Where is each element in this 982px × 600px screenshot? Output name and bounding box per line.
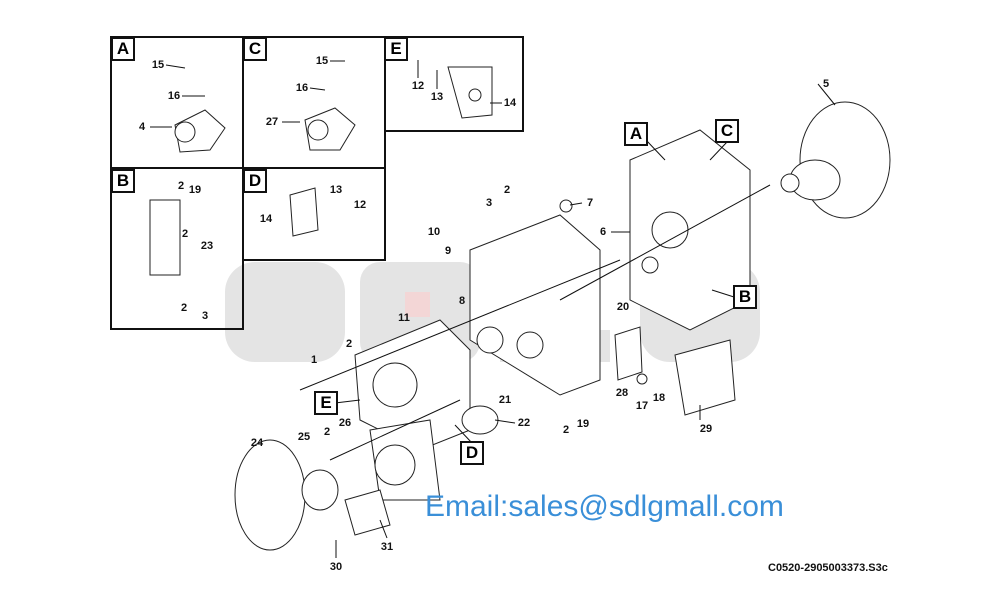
callout: 29 — [699, 423, 713, 435]
callout: 2 — [177, 180, 185, 192]
callout: 26 — [338, 417, 352, 429]
callout: 4 — [138, 121, 146, 133]
callout: 19 — [576, 418, 590, 430]
callout: 8 — [458, 295, 466, 307]
callout: 22 — [517, 417, 531, 429]
callout: 3 — [485, 197, 493, 209]
callout: 6 — [599, 226, 607, 238]
part-29-valve — [674, 339, 736, 416]
callout: 23 — [200, 240, 214, 252]
callout: 28 — [615, 387, 629, 399]
callout: 3 — [201, 310, 209, 322]
view-tag-c: C — [715, 119, 739, 143]
part-7-eyebolt — [559, 199, 573, 213]
callout: 14 — [503, 97, 517, 109]
callout: 2 — [180, 302, 188, 314]
callout: 2 — [323, 426, 331, 438]
callout: 21 — [498, 394, 512, 406]
view-tag-e: E — [314, 391, 338, 415]
inset-tag-a: A — [111, 37, 135, 61]
callout: 31 — [380, 541, 394, 553]
callout: 14 — [259, 213, 273, 225]
callout: 13 — [430, 91, 444, 103]
callout: 10 — [427, 226, 441, 238]
callout: 11 — [398, 312, 410, 324]
callout: 25 — [297, 431, 311, 443]
callout: 27 — [265, 116, 279, 128]
callout: 15 — [315, 55, 329, 67]
inset-d — [242, 167, 386, 261]
callout: 7 — [586, 197, 594, 209]
callout: 20 — [616, 301, 630, 313]
callout: 19 — [188, 184, 202, 196]
inset-tag-e: E — [384, 37, 408, 61]
callout: 13 — [329, 184, 343, 196]
view-tag-d: D — [460, 441, 484, 465]
callout: 2 — [345, 338, 353, 350]
inset-e — [384, 36, 524, 132]
transmission-case — [469, 214, 601, 396]
callout: 2 — [503, 184, 511, 196]
callout: 5 — [822, 78, 830, 90]
part-25 — [301, 469, 339, 511]
view-tag-b: B — [733, 285, 757, 309]
email-watermark: Email:sales@sdlgmall.com — [425, 490, 784, 523]
callout: 1 — [310, 354, 318, 366]
callout: 15 — [151, 59, 165, 71]
callout: 12 — [353, 199, 367, 211]
callout: 18 — [652, 392, 666, 404]
inset-tag-b: B — [111, 169, 135, 193]
callout: 30 — [329, 561, 343, 573]
drawing-code: C0520-2905003373.S3c — [768, 562, 888, 574]
part-24-disc — [234, 439, 306, 551]
callout: 17 — [635, 400, 649, 412]
part-28-gasket — [614, 326, 643, 381]
part-31 — [344, 489, 391, 536]
callout: 16 — [295, 82, 309, 94]
leader-lines — [150, 60, 836, 558]
callout: 9 — [444, 245, 452, 257]
callout: 16 — [167, 90, 181, 102]
part-22 — [461, 405, 499, 435]
inset-tag-c: C — [243, 37, 267, 61]
callout: 24 — [250, 437, 264, 449]
inset-tag-d: D — [243, 169, 267, 193]
view-tag-a: A — [624, 122, 648, 146]
part-6-housing — [629, 129, 751, 331]
callout: 2 — [181, 228, 189, 240]
callout: 2 — [562, 424, 570, 436]
callout: 12 — [411, 80, 425, 92]
